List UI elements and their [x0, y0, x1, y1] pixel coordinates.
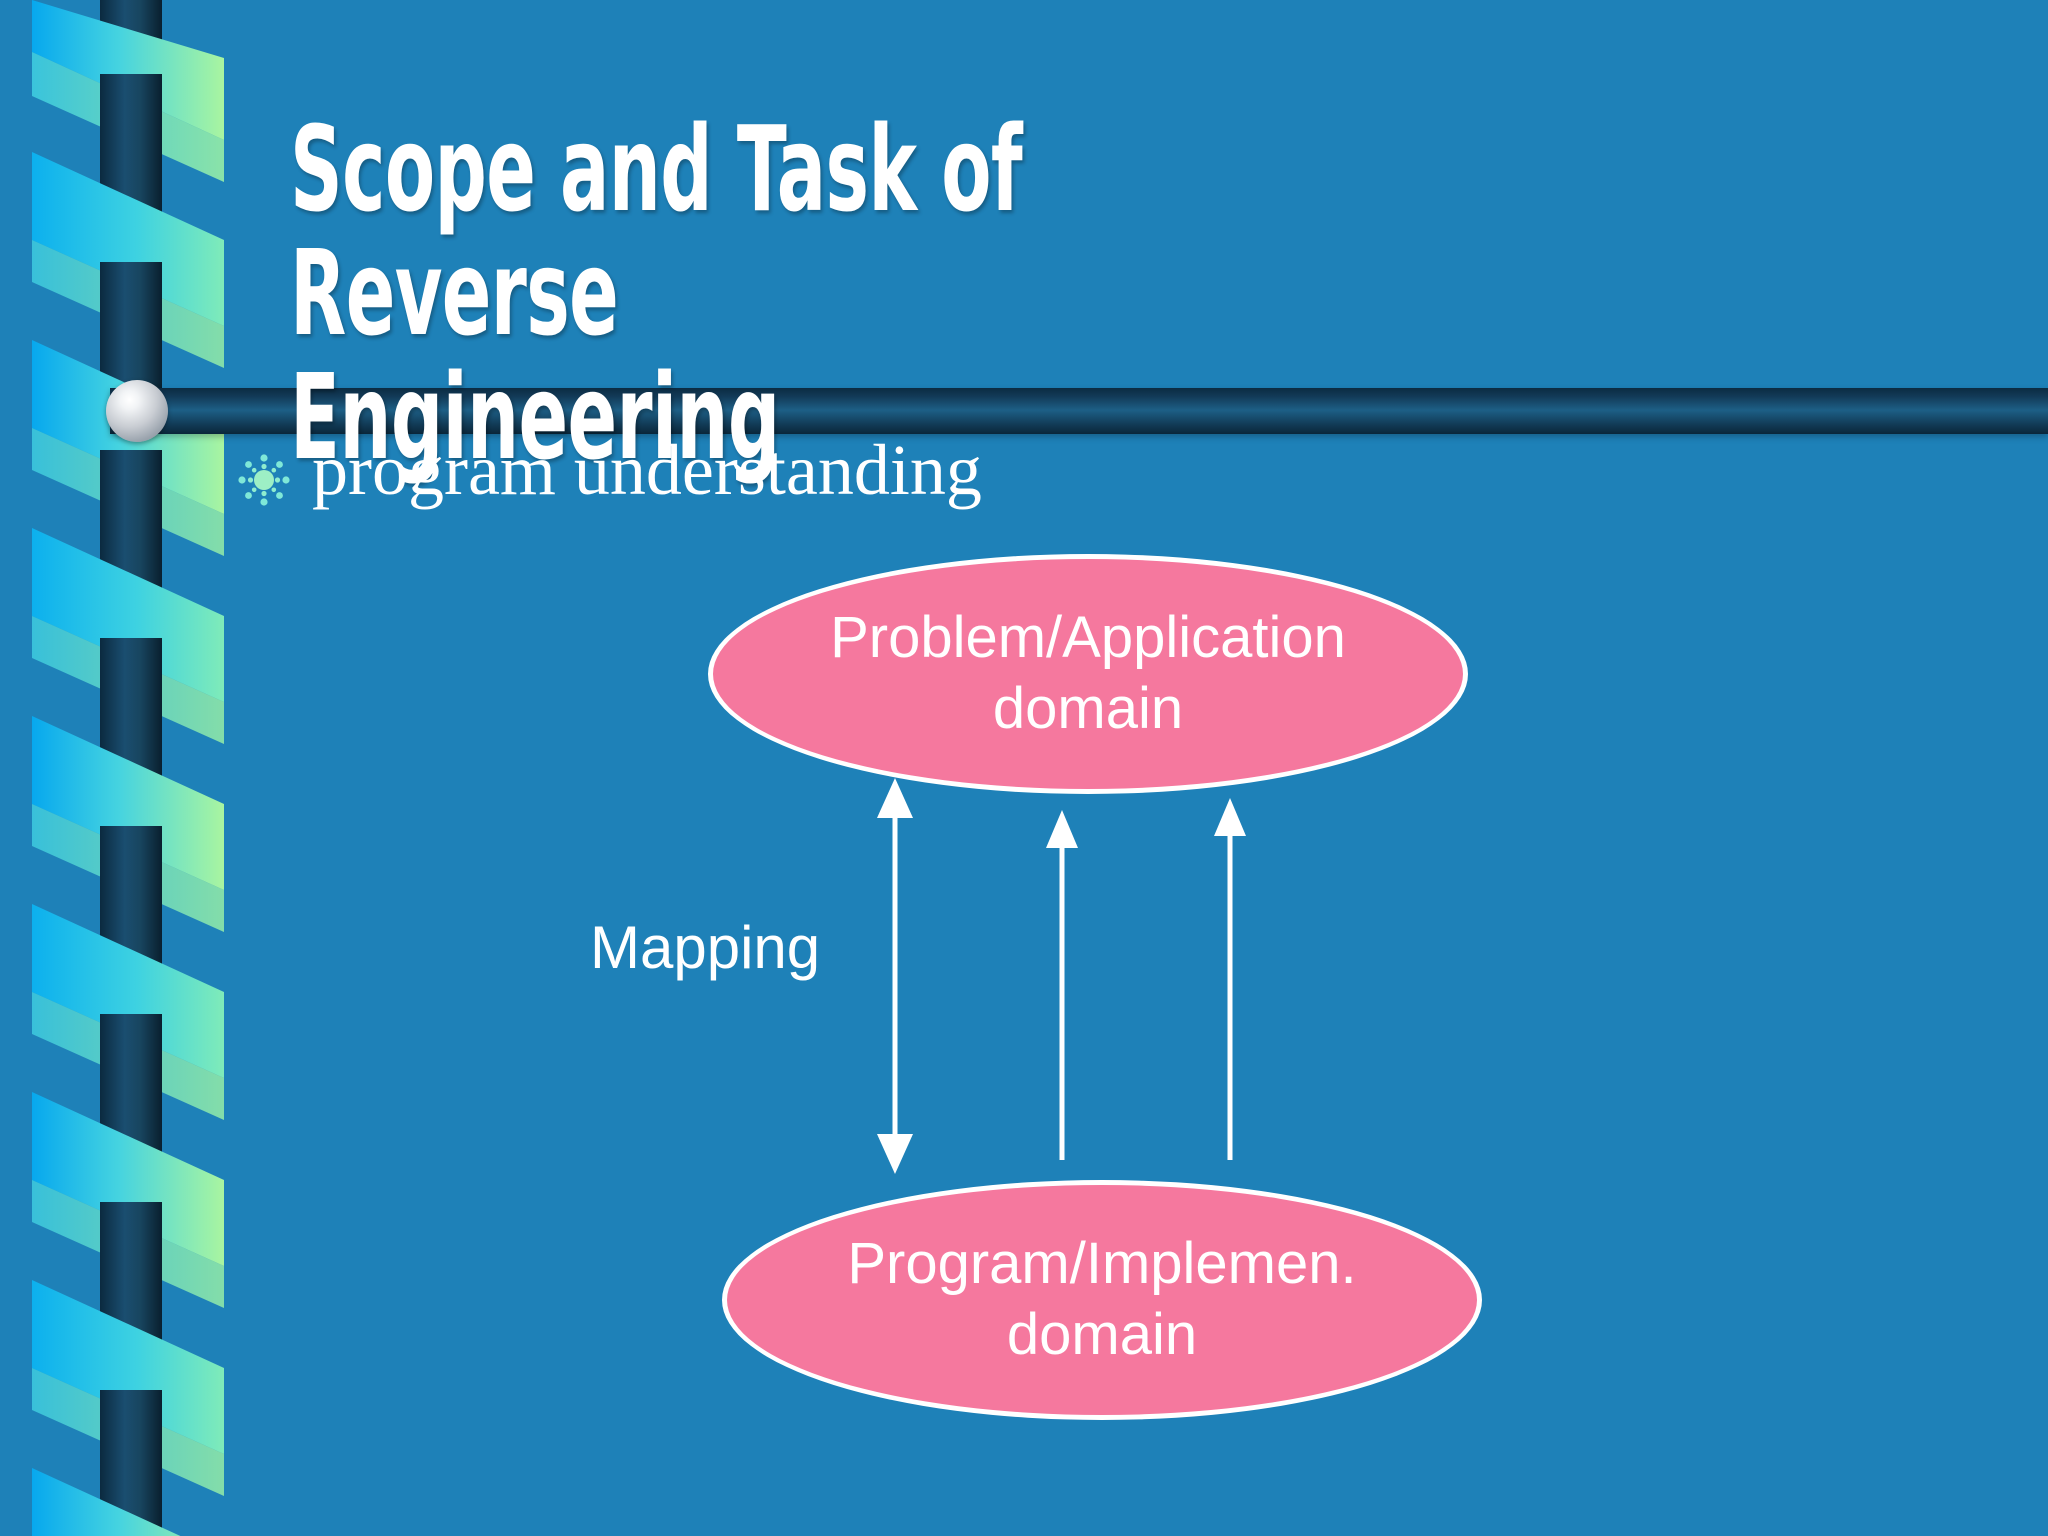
page-title: Scope and Task of Reverse Engineering: [290, 100, 1023, 486]
connector-double-arrow: [877, 778, 913, 1174]
diagram-node-program-label: Program/Implemen. domain: [847, 1231, 1357, 1367]
diagram-edge-label-mapping: Mapping: [590, 914, 821, 981]
connector-up-arrow-middle: [1046, 810, 1078, 1160]
diagram-node-program-domain[interactable]: Program/Implemen. domain: [722, 1180, 1482, 1420]
divider-knob: [106, 380, 168, 442]
title-divider-rule: [110, 388, 2048, 434]
helix-ribbon-band: [0, 0, 260, 1536]
bullet-item-label: program understanding: [312, 430, 982, 510]
connector-up-arrow-right: [1214, 798, 1246, 1160]
sunburst-bullet-icon: [238, 454, 290, 506]
diagram-node-problem-label: Problem/Application domain: [830, 605, 1346, 741]
diagram-node-problem-domain[interactable]: Problem/Application domain: [708, 554, 1468, 794]
bullet-list-item: program understanding: [236, 434, 982, 508]
